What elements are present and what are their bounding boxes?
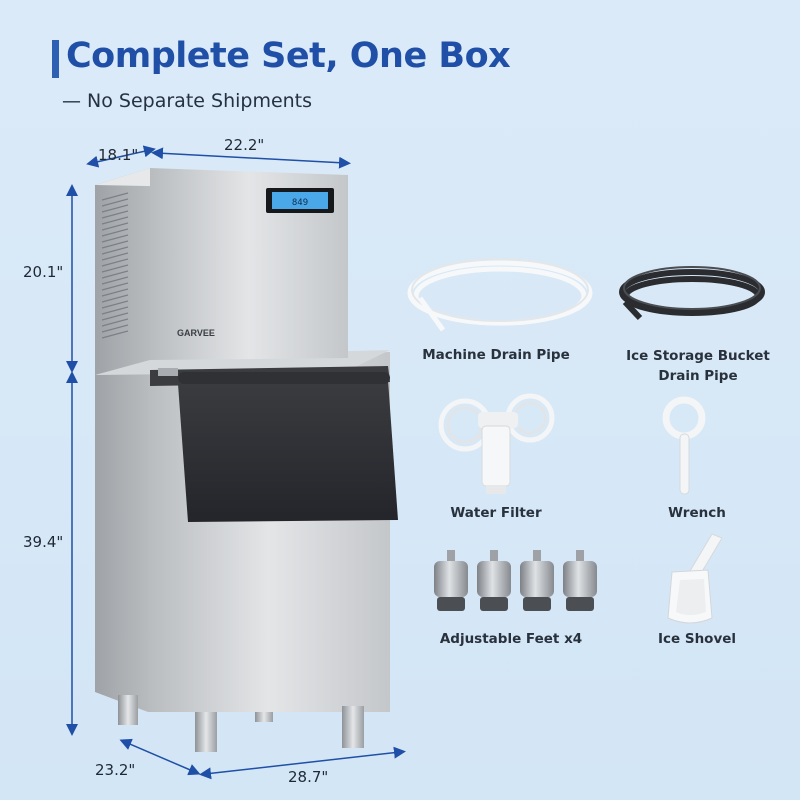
dimension-height-upper: 20.1" bbox=[23, 263, 64, 281]
leveling-feet-icon bbox=[434, 550, 597, 611]
display-readout: 849 bbox=[292, 198, 308, 208]
dimension-depth-top: 18.1" bbox=[98, 146, 139, 164]
dimension-lines bbox=[66, 145, 406, 780]
leg-left bbox=[118, 695, 138, 725]
ice-machine: 849 GARVEE bbox=[95, 168, 398, 752]
display-screen bbox=[272, 192, 328, 209]
accessory-label-line2: Drain Pipe bbox=[658, 368, 738, 384]
ice-maker-head bbox=[95, 168, 150, 375]
page-subtitle: — No Separate Shipments bbox=[62, 90, 313, 112]
accessory-label-ice-bucket-drain-pipe: Ice Storage Bucket Drain Pipe bbox=[626, 346, 770, 386]
dimension-depth-bottom: 23.2" bbox=[95, 761, 136, 779]
brand-logo: GARVEE bbox=[177, 328, 215, 338]
accessory-label-wrench: Wrench bbox=[668, 505, 726, 521]
accessory-label-adjustable-feet: Adjustable Feet x4 bbox=[439, 631, 583, 647]
accessory-label-water-filter: Water Filter bbox=[450, 505, 542, 521]
dimension-width-bottom: 28.7" bbox=[288, 768, 329, 786]
accessory-label-ice-shovel: Ice Shovel bbox=[657, 631, 737, 647]
filter-wrench-icon bbox=[662, 396, 706, 495]
page-title: Complete Set, One Box bbox=[66, 36, 511, 76]
bin-door bbox=[178, 380, 398, 522]
leg-front-right bbox=[342, 706, 364, 748]
ice-scoop-icon bbox=[667, 533, 723, 624]
dimension-width-top: 22.2" bbox=[224, 136, 265, 154]
accessory-label-line1: Ice Storage Bucket bbox=[626, 348, 770, 364]
dimension-height-lower: 39.4" bbox=[23, 533, 64, 551]
white-coiled-pipe-icon bbox=[407, 258, 593, 332]
accessory-label-machine-drain-pipe: Machine Drain Pipe bbox=[422, 347, 570, 363]
black-coiled-pipe-icon bbox=[619, 266, 765, 321]
leg-front-left bbox=[195, 712, 217, 752]
water-filter-icon bbox=[438, 393, 555, 494]
title-accent-bar bbox=[52, 40, 59, 78]
